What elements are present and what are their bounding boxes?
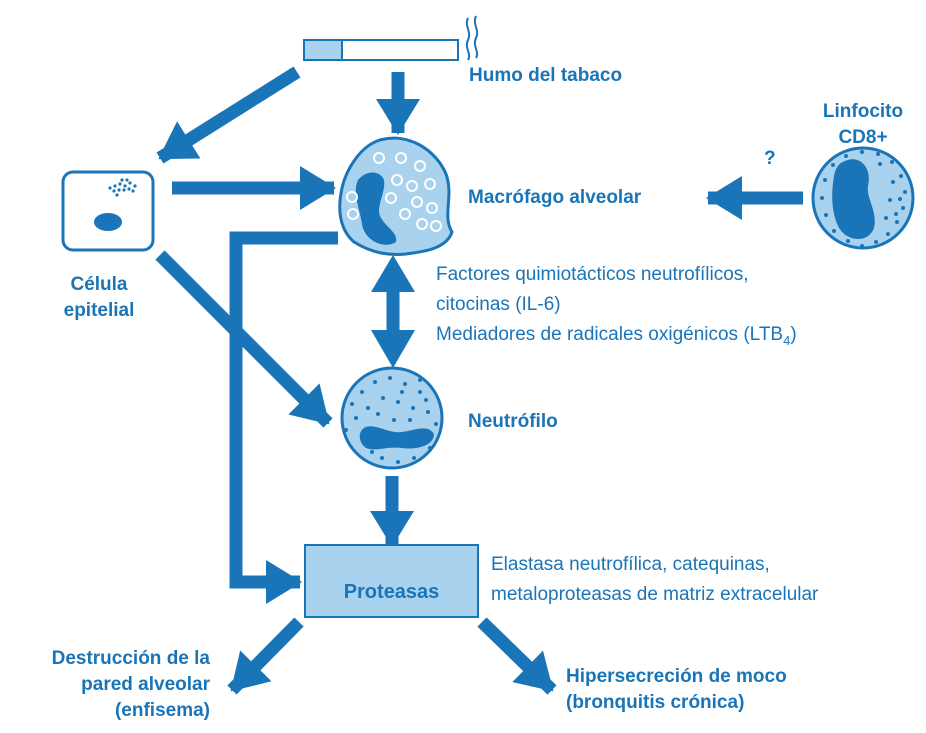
epithelial-cell-label-line-2: epitelial bbox=[63, 300, 135, 321]
destruction-label-line-3: (enfisema) bbox=[114, 700, 210, 721]
arrow-proteases-to-destruction bbox=[227, 617, 304, 695]
arrow-macrophage-to-proteases bbox=[229, 231, 338, 604]
lymphocyte-label-line-2: CD8+ bbox=[838, 127, 888, 148]
mediators-line-3-main: Mediadores de radicales oxigénicos (LTB bbox=[436, 324, 784, 345]
arrow-epithelial-to-neutrophil bbox=[155, 250, 333, 428]
arrowhead-bidirectional-up bbox=[371, 255, 415, 292]
lymphocyte-label-line-1: Linfocito bbox=[822, 101, 904, 122]
protease-types-line-2: metaloproteasas de matriz extracelular bbox=[491, 584, 819, 605]
neutrophil-icon bbox=[340, 366, 444, 470]
mediators-line-3-subscript: 4 bbox=[783, 332, 791, 348]
epithelial-cell-label-line-1: Célula bbox=[70, 274, 128, 295]
mediators-line-2: citocinas (IL-6) bbox=[436, 294, 561, 315]
proteases-box bbox=[304, 544, 479, 618]
proteases-label: Proteasas bbox=[343, 581, 440, 603]
destruction-label-line-1: Destrucción de la bbox=[51, 648, 210, 669]
arrowhead-bidirectional-down bbox=[371, 330, 415, 368]
smoke-icon bbox=[465, 15, 479, 61]
question-mark-label: ? bbox=[764, 148, 776, 169]
destruction-label: Destrucción de la pared alveolar (enfise… bbox=[2, 646, 210, 724]
hypersecretion-label-line-2: (bronquitis crónica) bbox=[566, 692, 745, 713]
epithelial-cell-label: Célula epitelial bbox=[44, 272, 154, 324]
lymphocyte-icon bbox=[811, 146, 915, 250]
protease-types-text: Elastasa neutrofílica, catequinas, metal… bbox=[491, 550, 818, 610]
destruction-label-line-2: pared alveolar bbox=[81, 674, 210, 695]
mediators-text: Factores quimiotácticos neutrofílicos, c… bbox=[436, 260, 797, 356]
mediators-line-3-end: ) bbox=[790, 324, 797, 345]
lymphocyte-label: Linfocito CD8+ bbox=[810, 99, 916, 151]
mediators-line-1: Factores quimiotácticos neutrofílicos, bbox=[436, 264, 749, 285]
protease-types-line-1: Elastasa neutrofílica, catequinas, bbox=[491, 554, 770, 575]
epithelial-cell-icon bbox=[61, 170, 155, 252]
smoke-label: Humo del tabaco bbox=[469, 65, 623, 86]
macrophage-label: Macrófago alveolar bbox=[468, 187, 642, 208]
cigarette-icon bbox=[303, 39, 459, 61]
arrow-proteases-to-hypersecretion bbox=[477, 617, 557, 695]
hypersecretion-label: Hipersecreción de moco (bronquitis cróni… bbox=[566, 664, 787, 716]
macrophage-icon bbox=[338, 136, 454, 256]
hypersecretion-label-line-1: Hipersecreción de moco bbox=[566, 666, 787, 687]
arrow-smoke-to-epithelial bbox=[156, 66, 301, 164]
neutrophil-label: Neutrófilo bbox=[468, 411, 558, 432]
mediators-line-3: Mediadores de radicales oxigénicos (LTB4… bbox=[436, 320, 797, 356]
